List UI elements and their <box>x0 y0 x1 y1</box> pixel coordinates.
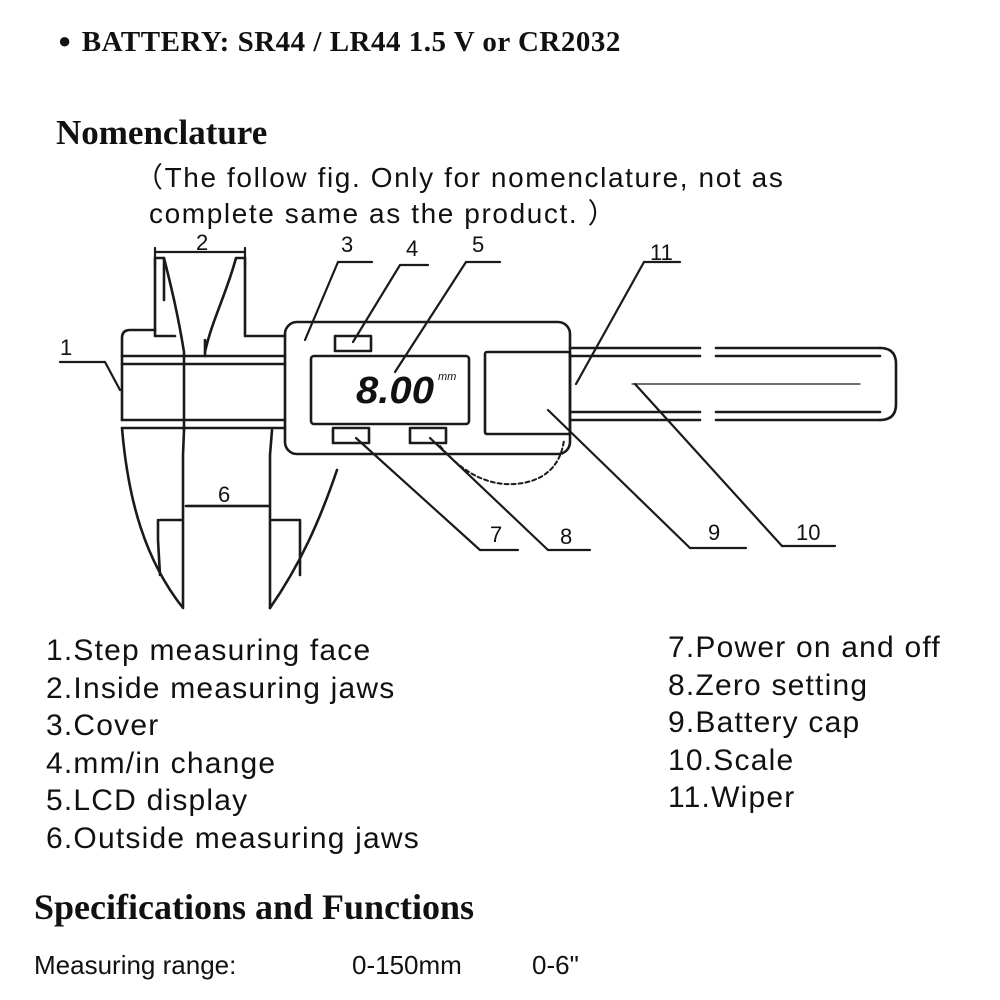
section-title: Nomenclature <box>56 113 268 152</box>
battery-info: ● BATTERY: SR44 / LR44 1.5 V or CR2032 <box>58 26 621 59</box>
lcd-unit: mm <box>438 371 456 383</box>
bullet-icon: ● <box>58 28 72 53</box>
part-item: 8.Zero setting <box>668 668 869 702</box>
part-item: 4.mm/in change <box>46 746 277 780</box>
part-item: 3.Cover <box>46 709 160 742</box>
callout-9: 9 <box>708 520 720 545</box>
callout-11: 11 <box>650 240 673 265</box>
battery-text: BATTERY: SR44 / LR44 1.5 V or CR2032 <box>81 26 621 58</box>
inside-jaws <box>153 256 287 354</box>
figure-note: （The follow fig. Only for nomenclature, … <box>135 160 784 232</box>
part-item: 7.Power on and off <box>668 631 941 664</box>
parts-list-left: 1.Step measuring face 2.Inside measuring… <box>46 632 420 857</box>
parts-list-right: 7.Power on and off 8.Zero setting 9.Batt… <box>668 629 941 817</box>
note-line-2: complete same as the product. ） <box>149 198 618 229</box>
callout-7: 7 <box>490 522 502 547</box>
callout-labels: 1 2 3 4 5 6 7 8 9 10 11 <box>60 230 820 549</box>
lanyard <box>439 439 565 486</box>
callout-leaders <box>58 246 837 552</box>
part-item: 2.Inside measuring jaws <box>46 671 396 705</box>
lcd-reading: 8.00 <box>356 370 434 412</box>
caliper-frame <box>120 328 287 432</box>
mm-in-button <box>333 334 373 353</box>
part-item: 6.Outside measuring jaws <box>46 821 420 855</box>
part-item: 1.Step measuring face <box>46 634 372 667</box>
callout-8: 8 <box>560 524 572 549</box>
spec-metric-value: 0-150mm <box>352 950 462 980</box>
part-item: 9.Battery cap <box>668 706 861 739</box>
part-item: 11.Wiper <box>668 781 796 814</box>
callout-6: 6 <box>218 482 230 507</box>
callout-5: 5 <box>472 232 484 257</box>
part-item: 5.LCD display <box>46 784 249 817</box>
caliper-diagram: 8.00 mm <box>58 230 898 610</box>
spec-imperial-value: 0-6" <box>532 950 579 980</box>
part-item: 10.Scale <box>668 743 795 777</box>
note-line-1: （The follow fig. Only for nomenclature, … <box>135 162 785 193</box>
power-button <box>331 426 371 445</box>
spec-label: Measuring range: <box>34 950 237 980</box>
callout-10: 10 <box>796 520 820 545</box>
zero-button <box>408 426 448 445</box>
callout-4: 4 <box>406 236 418 261</box>
spec-title: Specifications and Functions <box>34 887 475 927</box>
scale-beam <box>568 346 898 422</box>
callout-1: 1 <box>60 335 72 360</box>
callout-3: 3 <box>341 232 353 257</box>
callout-2: 2 <box>196 230 208 255</box>
